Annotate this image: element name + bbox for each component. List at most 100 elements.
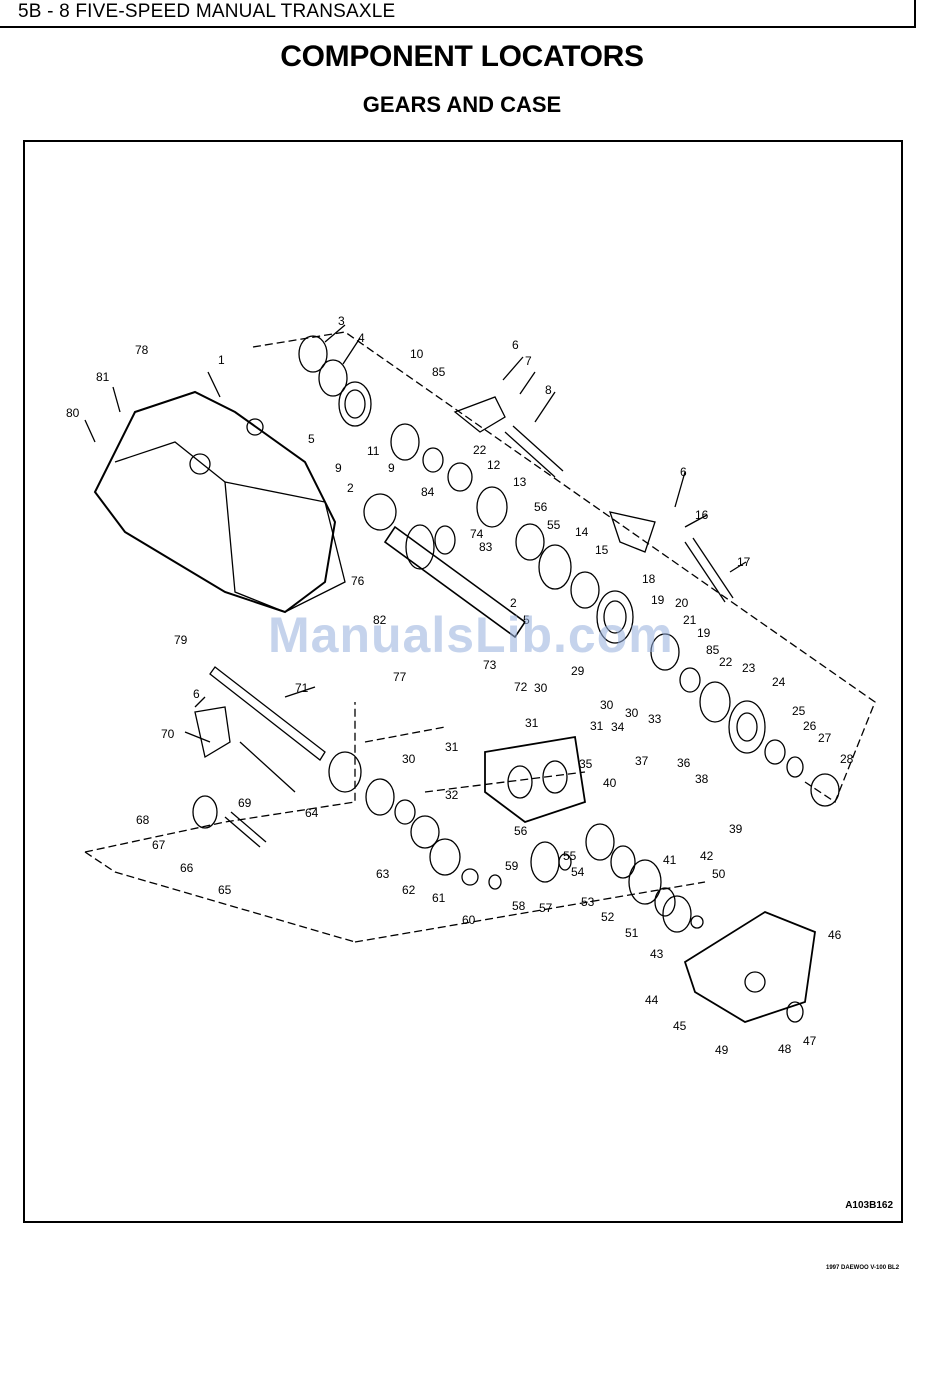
svg-text:10: 10: [410, 347, 424, 361]
svg-text:85: 85: [706, 643, 720, 657]
svg-text:40: 40: [603, 776, 617, 790]
svg-text:23: 23: [742, 661, 756, 675]
section-title: 5B - 8 FIVE-SPEED MANUAL TRANSAXLE: [18, 1, 396, 22]
svg-text:59: 59: [505, 859, 519, 873]
svg-text:2: 2: [347, 481, 354, 495]
svg-text:77: 77: [393, 670, 407, 684]
svg-text:38: 38: [695, 772, 709, 786]
svg-text:31: 31: [590, 719, 604, 733]
svg-text:58: 58: [512, 899, 526, 913]
svg-text:9: 9: [335, 461, 342, 475]
svg-text:79: 79: [174, 633, 188, 647]
svg-text:53: 53: [581, 895, 595, 909]
svg-text:27: 27: [818, 731, 832, 745]
svg-text:3: 3: [338, 314, 345, 328]
page-header: 5B - 8 FIVE-SPEED MANUAL TRANSAXLE: [0, 0, 916, 28]
svg-text:49: 49: [715, 1043, 729, 1057]
svg-text:12: 12: [487, 458, 501, 472]
svg-text:4: 4: [358, 331, 365, 345]
svg-text:21: 21: [683, 613, 697, 627]
header-rule: [914, 0, 916, 26]
svg-text:50: 50: [712, 867, 726, 881]
svg-text:26: 26: [803, 719, 817, 733]
svg-text:37: 37: [635, 754, 649, 768]
svg-text:11: 11: [367, 444, 380, 458]
svg-text:19: 19: [697, 626, 711, 640]
svg-text:52: 52: [601, 910, 615, 924]
svg-text:22: 22: [719, 655, 733, 669]
svg-text:15: 15: [595, 543, 609, 557]
svg-text:20: 20: [675, 596, 689, 610]
footer-note: 1997 DAEWOO V-100 BL2: [826, 1265, 900, 1271]
page-subtitle: GEARS AND CASE: [362, 92, 562, 117]
svg-text:51: 51: [625, 926, 639, 940]
svg-text:69: 69: [238, 796, 252, 810]
svg-text:70: 70: [161, 727, 175, 741]
svg-text:81: 81: [96, 370, 110, 384]
svg-text:65: 65: [218, 883, 232, 897]
svg-text:56: 56: [534, 500, 548, 514]
svg-text:46: 46: [828, 928, 842, 942]
svg-text:54: 54: [571, 865, 585, 879]
svg-text:64: 64: [305, 806, 319, 820]
svg-text:2: 2: [510, 596, 517, 610]
svg-text:31: 31: [525, 716, 539, 730]
svg-text:82: 82: [373, 613, 387, 627]
svg-text:63: 63: [376, 867, 390, 881]
svg-text:32: 32: [445, 788, 459, 802]
svg-text:34: 34: [611, 720, 625, 734]
svg-text:56: 56: [514, 824, 528, 838]
svg-text:68: 68: [136, 813, 150, 827]
svg-text:72: 72: [514, 680, 528, 694]
svg-text:25: 25: [792, 704, 806, 718]
svg-text:6: 6: [512, 338, 519, 352]
svg-text:28: 28: [840, 752, 854, 766]
svg-text:19: 19: [651, 593, 665, 607]
svg-text:35: 35: [579, 757, 593, 771]
svg-text:85: 85: [432, 365, 446, 379]
svg-text:30: 30: [625, 706, 639, 720]
svg-text:6: 6: [680, 465, 687, 479]
svg-text:66: 66: [180, 861, 194, 875]
svg-text:18: 18: [642, 572, 656, 586]
svg-text:7: 7: [525, 354, 532, 368]
svg-text:61: 61: [432, 891, 446, 905]
svg-text:1: 1: [218, 353, 225, 367]
svg-text:80: 80: [66, 406, 80, 420]
svg-text:67: 67: [152, 838, 166, 852]
svg-text:24: 24: [772, 675, 786, 689]
svg-text:13: 13: [513, 475, 527, 489]
svg-text:41: 41: [663, 853, 677, 867]
page-title: COMPONENT LOCATORS: [280, 40, 644, 73]
svg-text:16: 16: [695, 508, 709, 522]
svg-text:29: 29: [571, 664, 585, 678]
svg-text:55: 55: [563, 849, 577, 863]
svg-text:42: 42: [700, 849, 714, 863]
watermark: ManualsLib.com: [268, 607, 674, 663]
svg-text:48: 48: [778, 1042, 792, 1056]
svg-text:60: 60: [462, 913, 476, 927]
svg-text:74: 74: [470, 527, 484, 541]
svg-text:6: 6: [193, 687, 200, 701]
svg-text:76: 76: [351, 574, 365, 588]
svg-text:30: 30: [402, 752, 416, 766]
svg-text:9: 9: [388, 461, 395, 475]
svg-text:31: 31: [445, 740, 459, 754]
svg-text:73: 73: [483, 658, 497, 672]
svg-text:5: 5: [523, 613, 530, 627]
svg-text:22: 22: [473, 443, 487, 457]
svg-text:43: 43: [650, 947, 664, 961]
svg-text:45: 45: [673, 1019, 687, 1033]
svg-text:78: 78: [135, 343, 149, 357]
svg-text:62: 62: [402, 883, 416, 897]
svg-text:17: 17: [737, 555, 751, 569]
figure-code: A103B162: [845, 1200, 893, 1211]
svg-text:44: 44: [645, 993, 659, 1007]
svg-text:55: 55: [547, 518, 561, 532]
svg-text:83: 83: [479, 540, 493, 554]
svg-text:8: 8: [545, 383, 552, 397]
svg-text:33: 33: [648, 712, 662, 726]
svg-text:30: 30: [534, 681, 548, 695]
